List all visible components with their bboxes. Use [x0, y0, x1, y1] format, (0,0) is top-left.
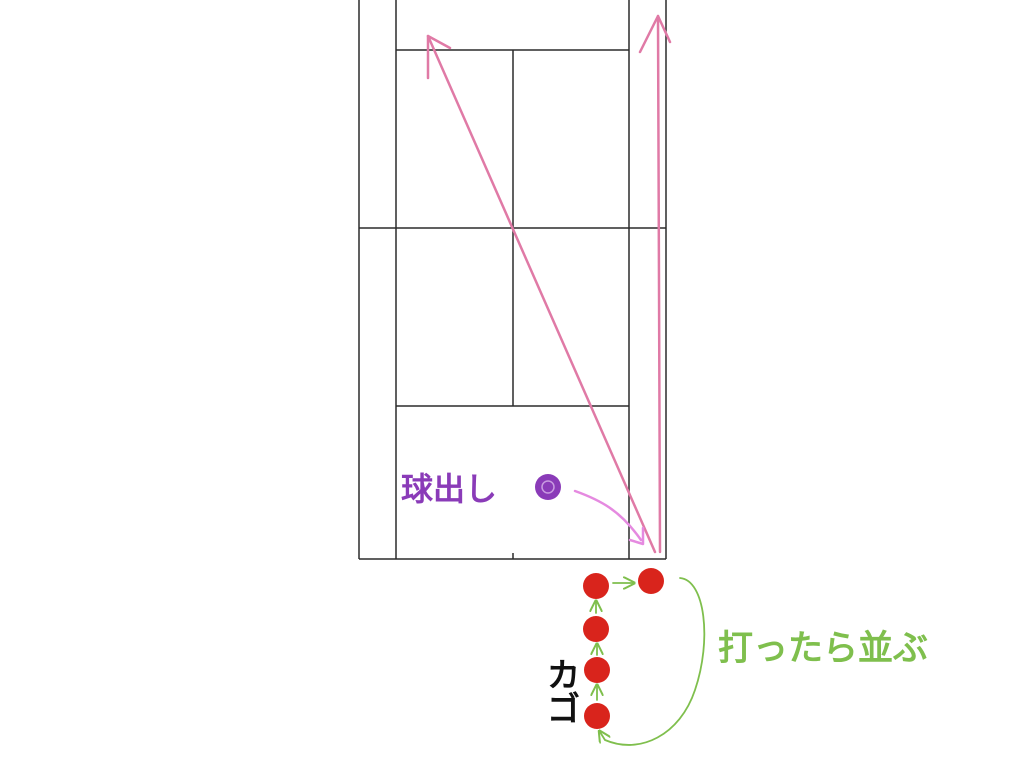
waiting-players: [583, 568, 664, 729]
shot-arrows: [426, 14, 672, 554]
player-queue-2: [583, 616, 609, 642]
feeder: 球出し: [401, 470, 645, 546]
straight-shot-arrow: [656, 14, 662, 554]
feeder-label: 球出し: [401, 470, 497, 508]
cross-court-shot-arrow: [426, 34, 657, 554]
rotation-label: 打ったら並ぶ: [718, 629, 928, 669]
cross-court-arrowhead: [426, 34, 452, 80]
return-to-line-arrow: [600, 577, 706, 746]
player-queue-1: [583, 573, 609, 599]
player-queue-4: [584, 703, 610, 729]
feeder-marker: [535, 474, 561, 500]
player-hitting: [638, 568, 664, 594]
straight-arrowhead: [638, 14, 672, 54]
basket-label: カゴ: [512, 657, 580, 723]
rotation-arrows: [596, 577, 706, 746]
feed-arrowhead: [628, 526, 645, 546]
feed-arrow: [573, 489, 643, 542]
player-queue-3: [584, 657, 610, 683]
feeder-marker-ring: [541, 480, 555, 494]
basket-label-text: カゴ: [512, 657, 580, 723]
